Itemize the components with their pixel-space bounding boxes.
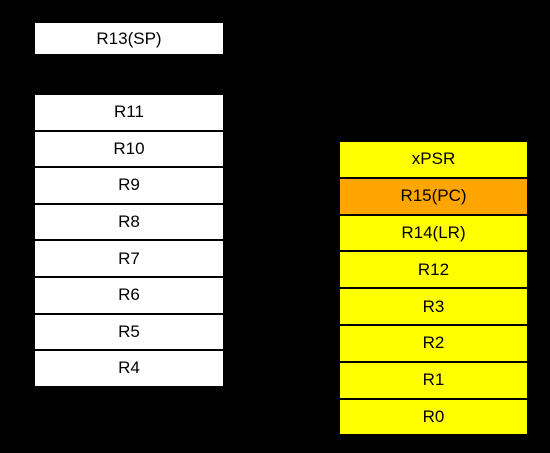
register-cell-r5: R5 bbox=[35, 314, 223, 350]
register-cell-r6: R6 bbox=[35, 277, 223, 313]
register-cell-r10: R10 bbox=[35, 131, 223, 167]
register-cell-r1: R1 bbox=[340, 362, 527, 398]
exception-frame-register-stack: xPSR R15(PC) R14(LR) R12 R3 R2 R1 R0 bbox=[340, 142, 527, 435]
register-cell-r3: R3 bbox=[340, 289, 527, 324]
register-cell-r4: R4 bbox=[35, 351, 223, 386]
register-cell-r11: R11 bbox=[35, 95, 223, 130]
register-cell-r0: R0 bbox=[340, 399, 527, 435]
register-cell-r12: R12 bbox=[340, 252, 527, 288]
register-cell-r8: R8 bbox=[35, 204, 223, 240]
register-cell-r9: R9 bbox=[35, 168, 223, 203]
register-cell-r14-lr: R14(LR) bbox=[340, 215, 527, 251]
register-cell-r15-pc: R15(PC) bbox=[340, 178, 527, 214]
register-cell-xpsr: xPSR bbox=[340, 142, 527, 177]
stack-pointer-block: R13(SP) bbox=[35, 23, 223, 54]
register-cell-r7: R7 bbox=[35, 241, 223, 276]
register-cell-r2: R2 bbox=[340, 325, 527, 361]
register-cell-r13-sp: R13(SP) bbox=[35, 23, 223, 54]
callee-saved-register-stack: R11 R10 R9 R8 R7 R6 R5 R4 bbox=[35, 95, 223, 386]
